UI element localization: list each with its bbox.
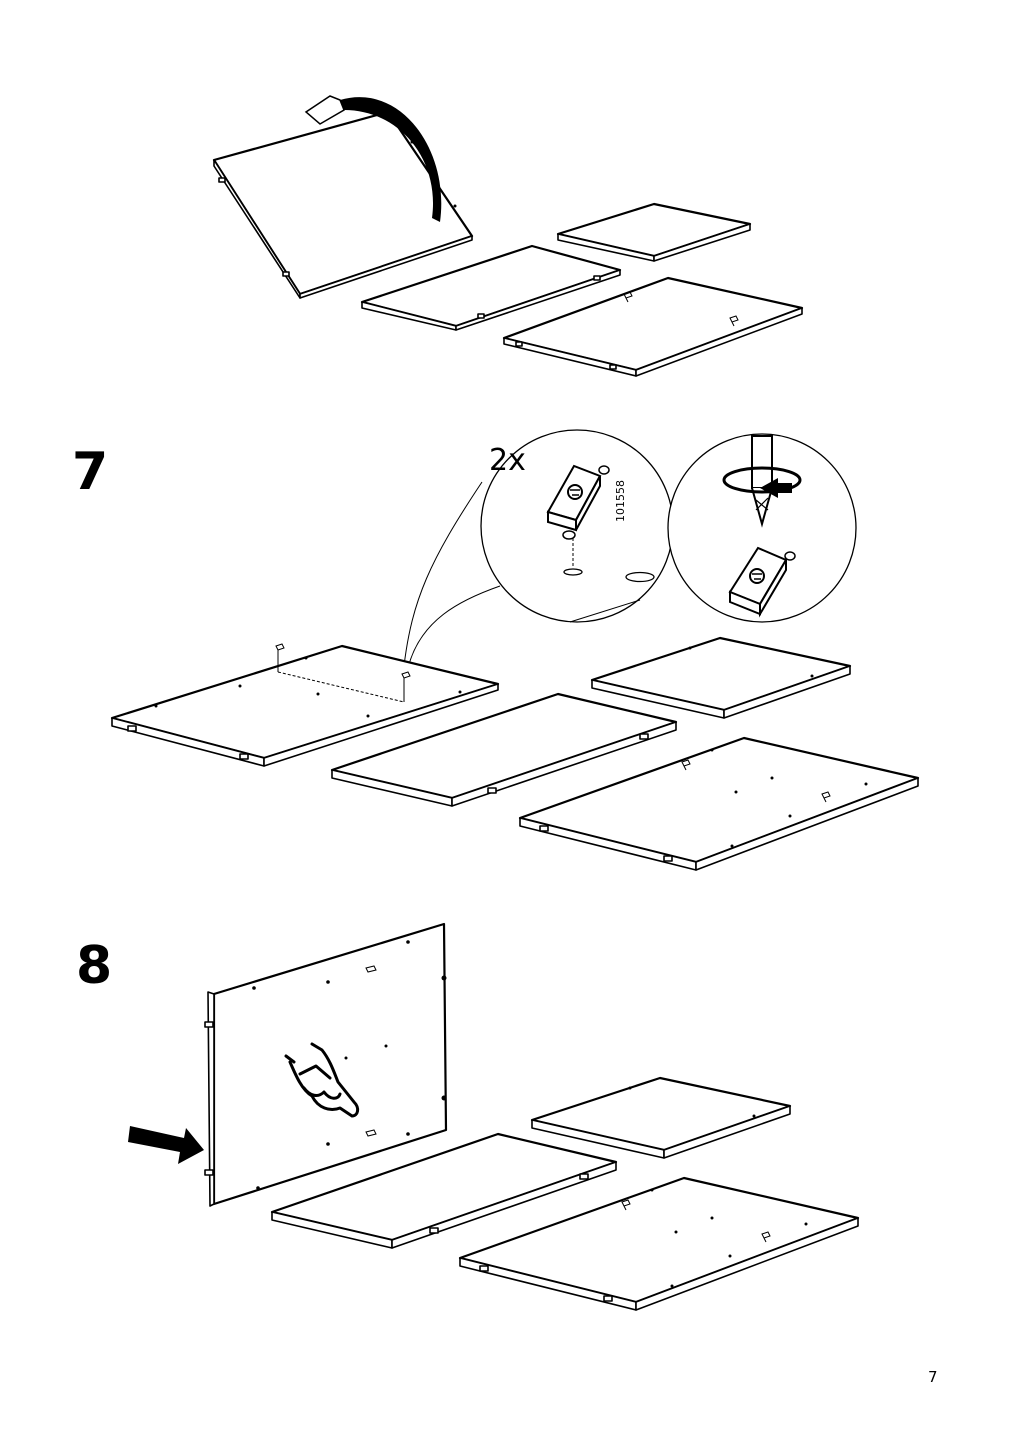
part-number: 101558 bbox=[614, 480, 627, 522]
large-board-step8 bbox=[458, 1176, 860, 1311]
page-number: 7 bbox=[928, 1368, 938, 1386]
clockwise-rotation-icon bbox=[722, 466, 802, 498]
small-board-step8 bbox=[530, 1076, 792, 1159]
cam-bracket-icon-2 bbox=[728, 546, 796, 618]
step-number-7: 7 bbox=[72, 442, 109, 502]
long-board bbox=[360, 244, 622, 331]
main-board-step7 bbox=[110, 643, 500, 767]
large-board bbox=[502, 276, 804, 377]
small-board-step7 bbox=[590, 636, 852, 719]
bracket-detail: 2x 101558 bbox=[403, 429, 674, 669]
large-board-step7 bbox=[518, 736, 920, 871]
flipping-panel bbox=[212, 110, 474, 299]
curved-arrow-icon bbox=[304, 95, 442, 222]
tighten-detail bbox=[667, 433, 857, 623]
small-board bbox=[556, 202, 752, 262]
hand-press-icon bbox=[284, 1042, 360, 1118]
long-board-step7 bbox=[330, 692, 678, 807]
cam-bracket-icon bbox=[546, 464, 610, 576]
long-board-step8 bbox=[270, 1132, 618, 1249]
push-arrow-icon bbox=[128, 1126, 204, 1164]
step-number-8: 8 bbox=[76, 936, 113, 996]
quantity-label: 2x bbox=[489, 443, 526, 478]
